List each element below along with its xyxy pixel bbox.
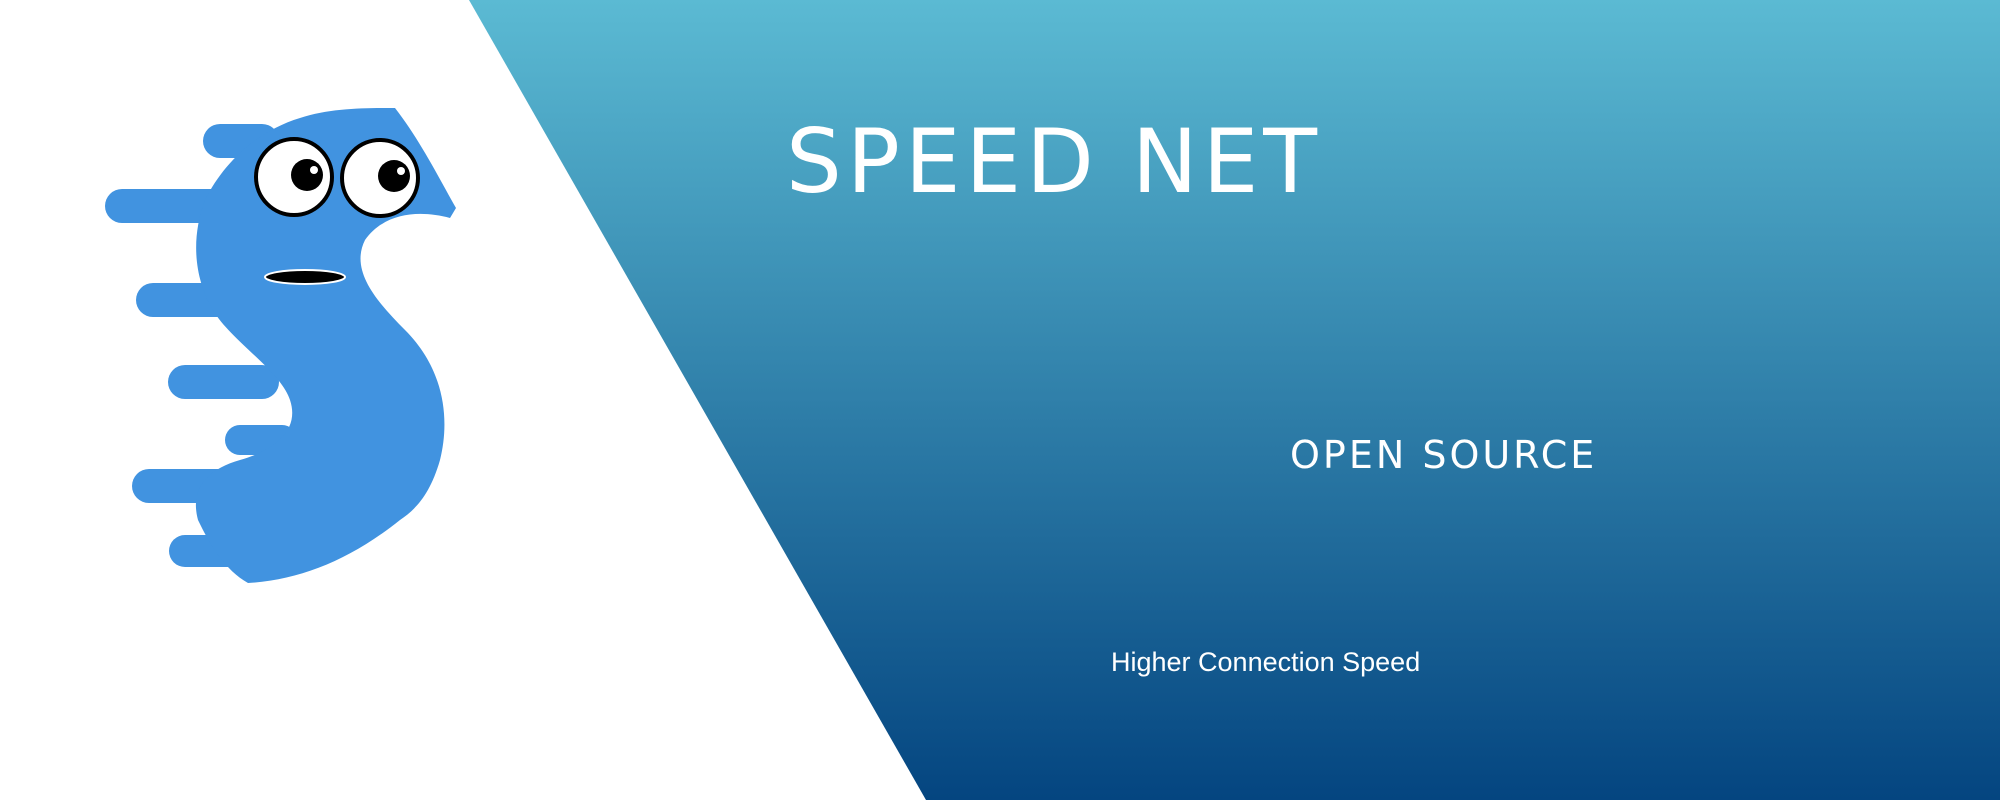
banner-title: SPEED NET	[786, 110, 1323, 213]
left-eye-glint	[310, 166, 318, 174]
right-pupil	[378, 160, 410, 192]
diagonal-gradient-panel	[469, 0, 2000, 800]
banner-tagline: Higher Connection Speed	[1111, 647, 1421, 677]
left-pupil	[291, 159, 323, 191]
mascot-mouth	[264, 269, 346, 285]
right-eye-glint	[397, 167, 405, 175]
blue-s-mascot-icon	[105, 108, 457, 583]
mascot-body	[195, 108, 457, 583]
banner-subtitle: OPEN SOURCE	[1290, 433, 1598, 477]
